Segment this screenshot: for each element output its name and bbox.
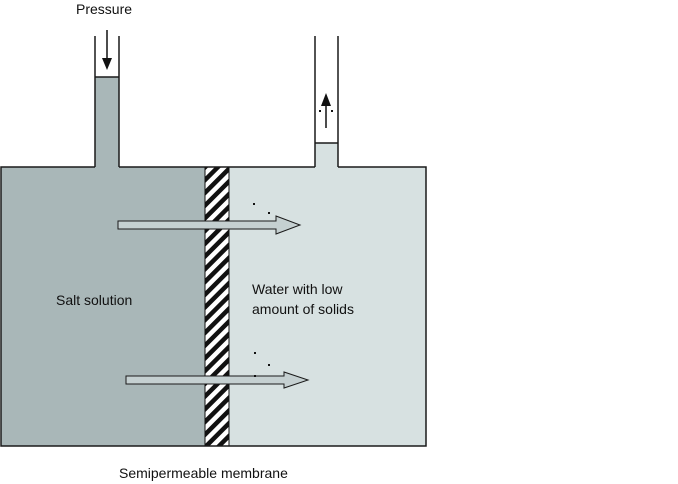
- membrane-label: Semipermeable membrane: [119, 465, 288, 481]
- right-tube-liquid: [315, 143, 338, 169]
- salt-solution-chamber: [1, 167, 205, 446]
- water-flow-arrow-lower: [125, 371, 310, 389]
- pressure-label: Pressure: [76, 1, 133, 17]
- semipermeable-membrane: [204, 166, 230, 447]
- salt-solution-label: Salt solution: [56, 292, 133, 308]
- container-outline: [0, 166, 427, 447]
- water-label-line1: Water with low: [252, 281, 343, 297]
- water-chamber: [229, 167, 426, 446]
- level-up-arrow-icon: [319, 93, 333, 128]
- water-flow-arrow-upper: [117, 215, 302, 235]
- solute-particles: [253, 203, 270, 377]
- pressure-down-arrow-icon: [102, 30, 112, 70]
- water-label-line2: amount of solids: [252, 301, 354, 317]
- left-tube-liquid: [95, 77, 119, 169]
